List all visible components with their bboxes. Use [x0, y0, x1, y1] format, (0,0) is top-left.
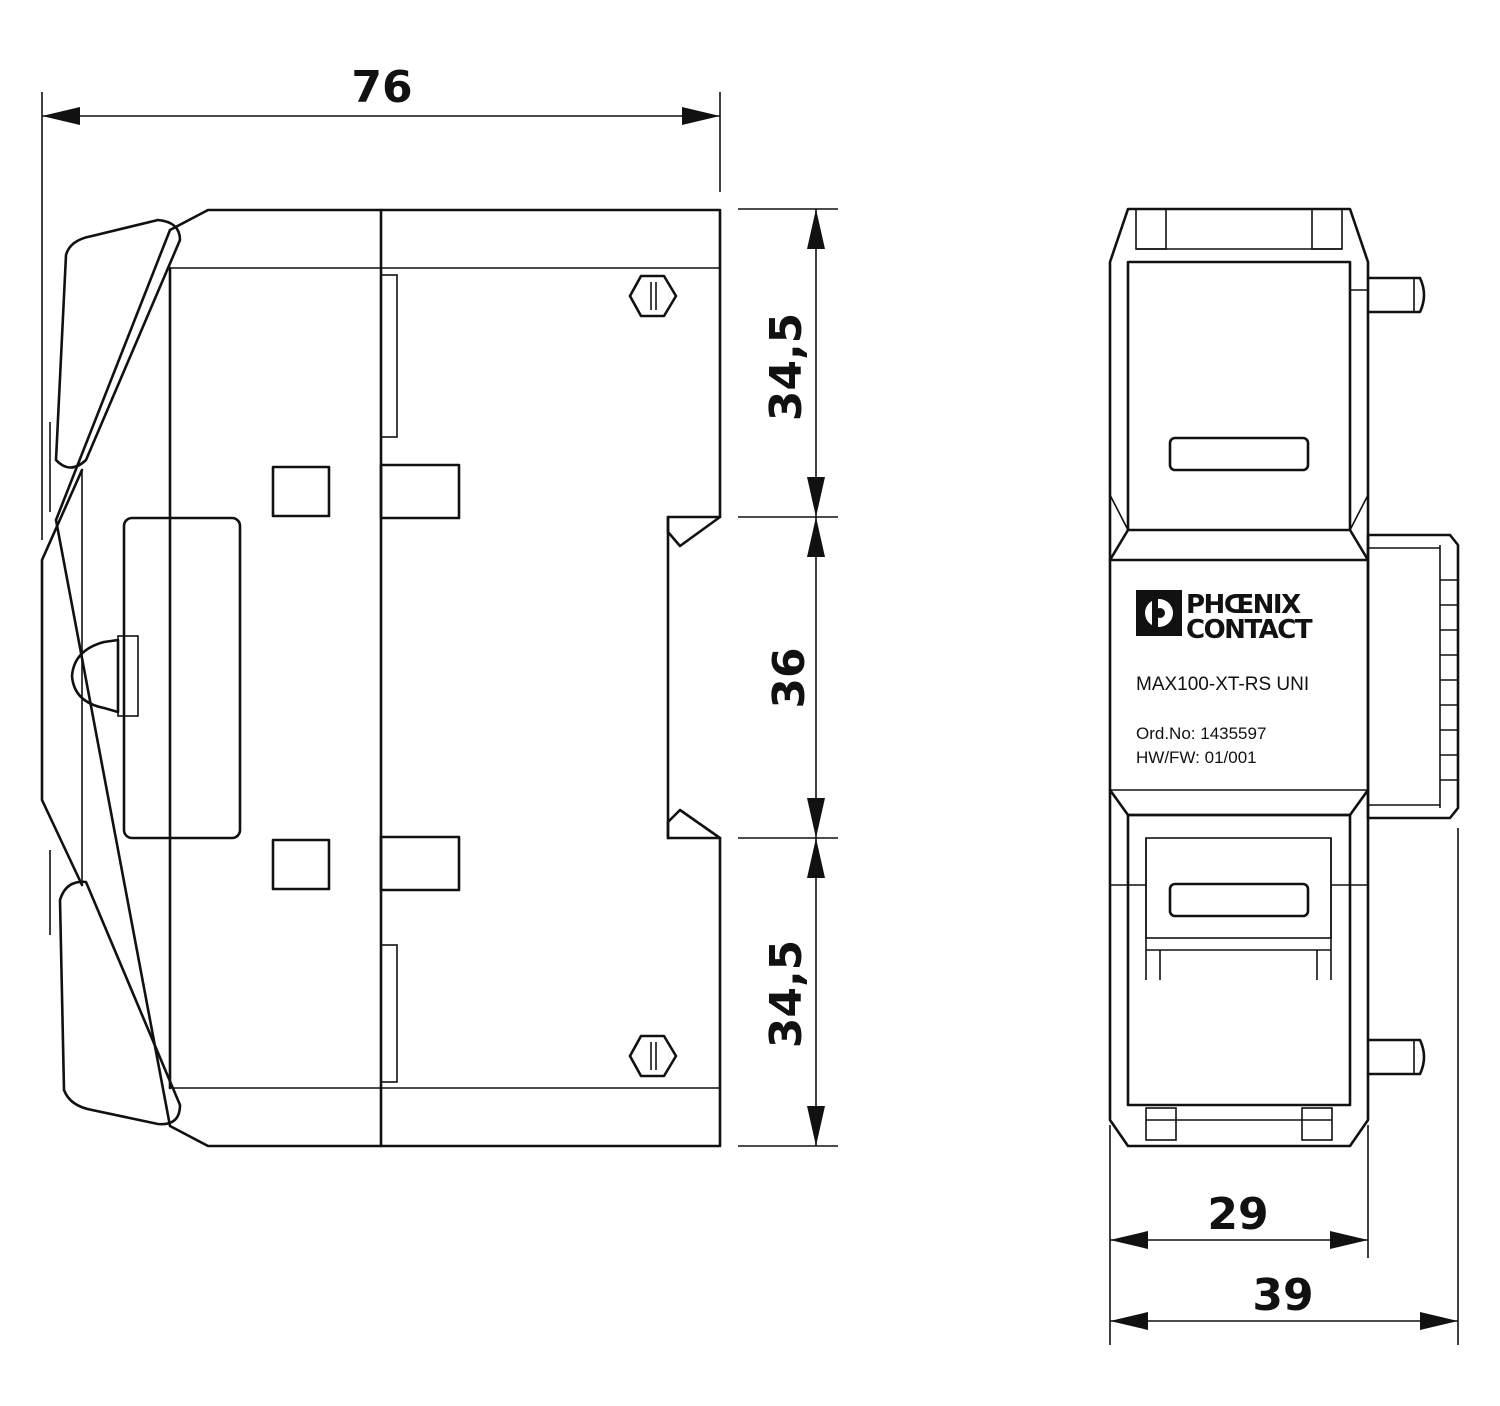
dim-depth-29: 29	[1207, 1189, 1268, 1240]
upper-pin	[1366, 276, 1426, 314]
upper-square	[271, 465, 331, 518]
lower-latch	[58, 880, 182, 1126]
brand-line-1: PHŒNIX	[1186, 590, 1301, 620]
brand-line-2: CONTACT	[1186, 615, 1313, 645]
bottom-cap-left	[1145, 1107, 1177, 1141]
middle-chamfer-top	[1108, 528, 1370, 562]
side-window	[122, 516, 242, 840]
dim-height-middle: 36	[764, 647, 815, 708]
lower-square	[271, 838, 331, 891]
dim-width-76: 76	[351, 62, 412, 113]
lower-rail-hook	[666, 808, 722, 840]
side-dimensions: 76 34,5 36 34,5	[41, 62, 838, 1147]
model-name: MAX100-XT-RS UNI	[1136, 674, 1309, 695]
upper-panel	[1126, 260, 1352, 532]
upper-label-slot	[1168, 436, 1310, 472]
upper-screw-icon	[628, 274, 678, 318]
side-body-outline	[54, 208, 722, 1148]
front-wedge	[40, 468, 84, 887]
top-cap-right	[1311, 208, 1343, 250]
side-view	[40, 208, 722, 1148]
led-holder	[117, 635, 139, 717]
lower-panel	[1126, 813, 1352, 1107]
bottom-cap-right	[1301, 1107, 1333, 1141]
upper-latch	[54, 218, 182, 469]
front-dimensions: 29 39	[1109, 828, 1459, 1345]
front-view: PHŒNIX CONTACT MAX100-XT-RS UNI Ord.No: …	[1108, 207, 1460, 1148]
lower-label-slot	[1168, 882, 1310, 918]
led-indicator	[70, 638, 120, 714]
bus-connector	[1366, 533, 1460, 820]
lower-tab	[379, 835, 461, 892]
upper-rail-hook	[666, 515, 722, 548]
phoenix-contact-logo-icon	[1136, 590, 1182, 636]
front-body-outline	[1108, 207, 1370, 1148]
lower-latch-frame	[1145, 837, 1332, 939]
lower-pin	[1366, 1038, 1426, 1076]
order-number: Ord.No: 1435597	[1136, 724, 1266, 743]
dim-height-top: 34,5	[761, 313, 812, 422]
dim-height-bottom: 34,5	[761, 940, 812, 1049]
middle-chamfer-bottom	[1108, 788, 1370, 817]
upper-tab	[379, 463, 461, 520]
lower-screw-icon	[628, 1034, 678, 1078]
hw-fw-version: HW/FW: 01/001	[1136, 748, 1257, 767]
lower-slot	[380, 944, 398, 1083]
upper-slot	[380, 274, 398, 438]
dim-depth-39: 39	[1252, 1270, 1313, 1321]
top-cap-left	[1135, 208, 1167, 250]
